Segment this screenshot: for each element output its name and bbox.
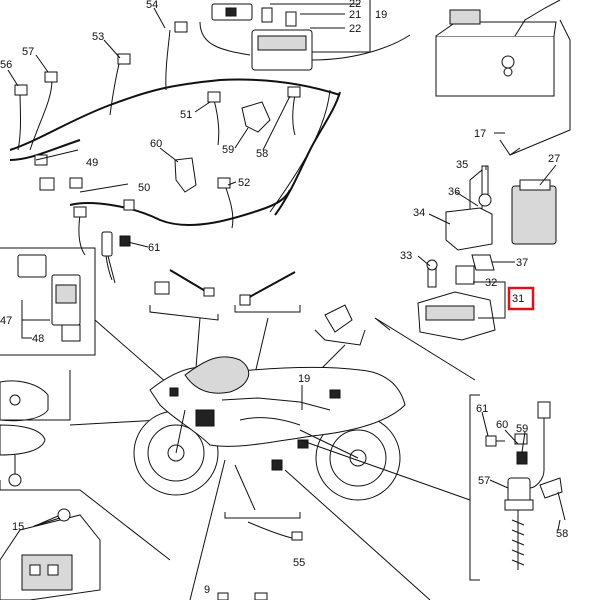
label-37: 47 [0, 315, 12, 327]
label-19-fuse: 19 [375, 9, 387, 21]
label-43: 53 [92, 31, 104, 43]
rubber-mount [0, 370, 161, 487]
label-33: 34 [413, 207, 425, 219]
battery-assembly [435, 0, 571, 156]
relay-group [0, 247, 176, 391]
sensor-assembly [469, 394, 566, 581]
label-51: 61 [148, 242, 160, 254]
label-59: 59 [516, 423, 528, 435]
label-35: 36 [448, 186, 460, 198]
cable-ties [149, 269, 366, 396]
label-60: 60 [496, 419, 508, 431]
regulator-assembly [374, 165, 557, 381]
fuse-box-assembly [199, 0, 411, 71]
label-47: 57 [22, 46, 34, 58]
label-48: 58 [256, 148, 268, 160]
callout-labels: 54 57 53 56 51 59 58 49 60 50 52 61 47 4… [0, 0, 568, 596]
label-36: 37 [516, 257, 528, 269]
highlight-box-30 [507, 286, 535, 311]
leader-lines [7, 7, 561, 531]
label-30: 31 [512, 293, 524, 305]
bottom-callouts [189, 439, 471, 600]
label-46: 56 [0, 59, 12, 71]
label-9: 9 [204, 584, 210, 596]
label-38: 48 [32, 333, 44, 345]
label-42: 52 [238, 177, 250, 189]
label-41: 51 [180, 109, 192, 121]
motorcycle [133, 356, 406, 501]
label-19-bike: 19 [298, 373, 310, 385]
label-50: 60 [150, 138, 162, 150]
label-58: 58 [556, 528, 568, 540]
label-49: 59 [222, 144, 234, 156]
label-27: 27 [548, 153, 560, 165]
label-39: 49 [86, 157, 98, 169]
label-61: 61 [476, 403, 488, 415]
label-44: 54 [146, 0, 158, 11]
label-21: 21 [349, 9, 361, 21]
label-57: 57 [478, 475, 490, 487]
label-22-top: 22 [349, 0, 361, 10]
wire-harness [9, 21, 341, 281]
label-40: 50 [138, 182, 150, 194]
bracket-assembly [0, 480, 171, 600]
label-15: 15 [12, 521, 24, 533]
label-17: 17 [474, 128, 486, 140]
label-31: 32 [485, 277, 497, 289]
label-22: 22 [349, 23, 361, 35]
label-34: 35 [456, 159, 468, 171]
label-45: 55 [293, 557, 305, 569]
label-32: 33 [400, 250, 412, 262]
